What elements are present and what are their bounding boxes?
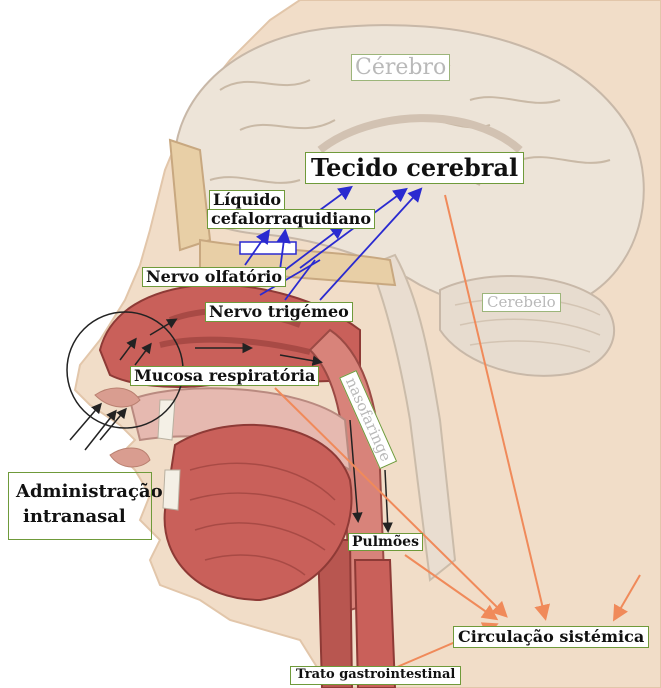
- label-cerebelo: Cerebelo: [482, 293, 561, 312]
- label-trato-gastrointestinal: Trato gastrointestinal: [290, 666, 461, 685]
- label-cerebro: Cérebro: [351, 54, 450, 81]
- label-liquido: Líquido: [209, 190, 285, 210]
- label-administracao-box: [8, 472, 152, 540]
- cribriform-plate: [240, 242, 296, 254]
- label-nervo-olfatorio: Nervo olfatório: [142, 267, 286, 287]
- label-tecido-cerebral: Tecido cerebral: [305, 152, 524, 184]
- label-circulacao-sistemica: Circulação sistémica: [453, 626, 649, 648]
- label-cefalorraquidiano: cefalorraquidiano: [207, 209, 375, 229]
- label-mucosa-respiratoria: Mucosa respiratória: [130, 366, 319, 386]
- label-pulmoes: Pulmões: [348, 533, 423, 551]
- label-nervo-trigemeo: Nervo trigémeo: [205, 302, 353, 322]
